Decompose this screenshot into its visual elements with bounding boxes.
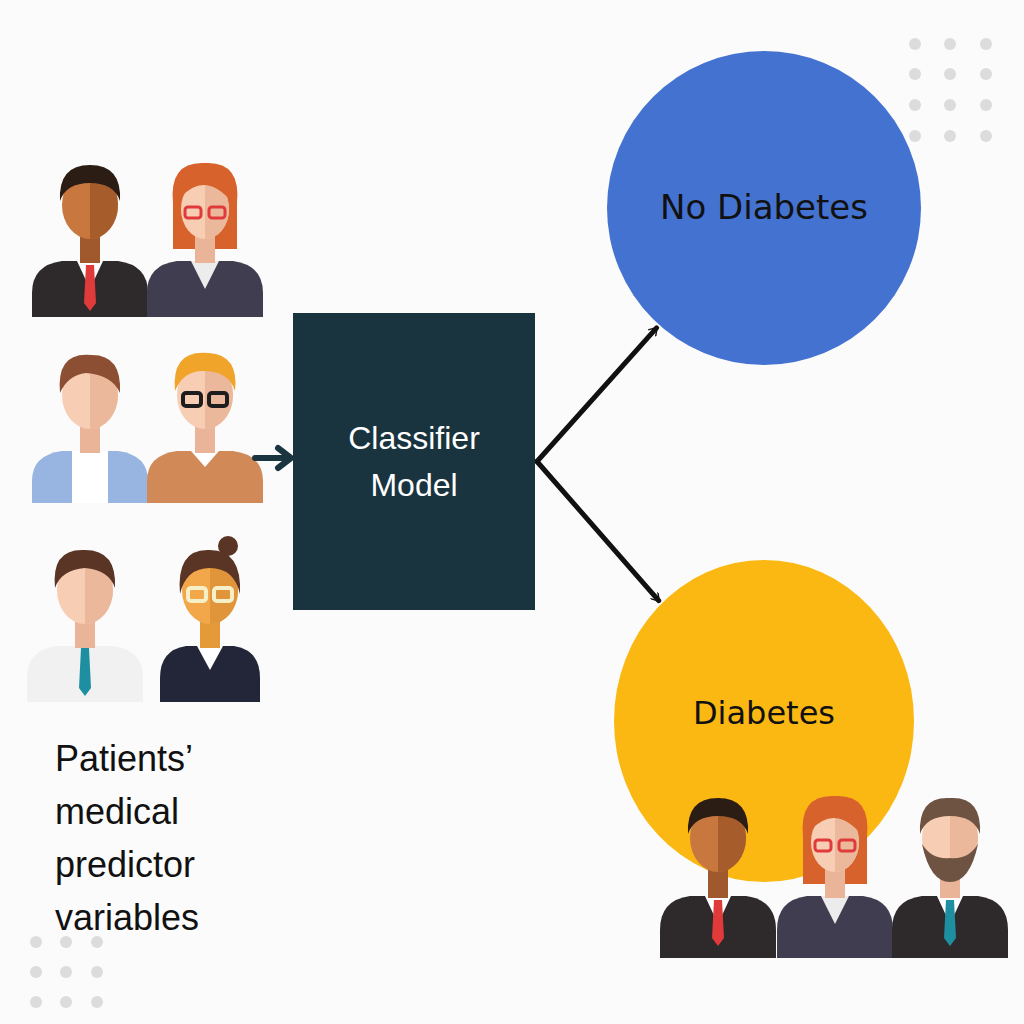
person-icon	[160, 536, 260, 702]
arrow-connector	[537, 462, 659, 601]
person-icon	[27, 550, 143, 702]
node-fill	[607, 51, 921, 365]
person-icon	[777, 796, 893, 958]
person-icon	[32, 165, 148, 317]
person-icon	[32, 355, 148, 503]
arrow-connector	[537, 328, 657, 462]
classifier-box: Classifier Model	[293, 313, 535, 610]
outcome-circle: Diabetes	[614, 560, 914, 882]
box-shape	[293, 313, 535, 610]
node-fill	[293, 313, 535, 610]
person-icon	[660, 798, 776, 958]
node-label: Diabetes	[693, 690, 835, 736]
dot-grid	[30, 38, 992, 1008]
person-icon	[147, 163, 263, 317]
input-caption: Patients’ medical predictor variables	[55, 733, 265, 945]
node-fill	[614, 560, 914, 882]
person-icon	[147, 353, 263, 503]
person-icon	[892, 798, 1008, 958]
input-arrow	[255, 448, 291, 468]
outcome-circle: No Diabetes	[607, 51, 921, 365]
node-label: Classifier Model	[319, 415, 509, 508]
node-label: No Diabetes	[660, 183, 868, 232]
